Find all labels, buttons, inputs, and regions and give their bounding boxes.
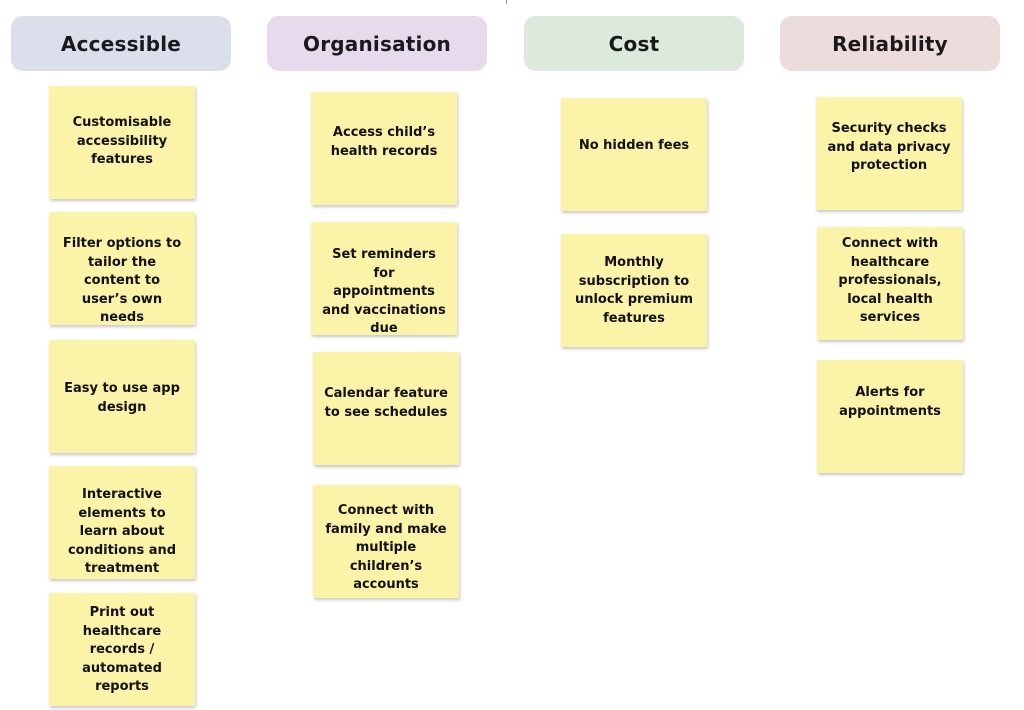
sticky-note-text: Customisable accessibility features (72, 115, 172, 167)
sticky-note: Customisable accessibility features (49, 86, 195, 199)
sticky-note-text: Calendar feature to see schedules (324, 386, 448, 420)
sticky-note-text: Alerts for appointments (839, 385, 941, 419)
column-header-organisation: Organisation (267, 16, 487, 71)
sticky-note: Easy to use app design (49, 340, 195, 453)
sticky-note: Print out healthcare records / automated… (49, 593, 195, 706)
top-edge-mark (506, 0, 513, 4)
sticky-note: Monthly subscription to unlock premium f… (561, 234, 707, 347)
sticky-note: Calendar feature to see schedules (313, 352, 459, 465)
sticky-note-text: Monthly subscription to unlock premium f… (574, 255, 694, 326)
sticky-note: Connect with family and make multiple ch… (313, 485, 459, 598)
sticky-note-text: Connect with healthcare professionals, l… (838, 236, 942, 325)
sticky-note: Security checks and data privacy protect… (816, 97, 962, 210)
column-header-accessible: Accessible (11, 16, 231, 71)
sticky-note-text: Connect with family and make multiple ch… (325, 503, 447, 592)
sticky-note-text: Set reminders for appointments and vacci… (322, 247, 446, 336)
sticky-note-text: Filter options to tailor the content to … (62, 236, 182, 325)
sticky-note: Connect with healthcare professionals, l… (817, 227, 963, 340)
sticky-note: No hidden fees (561, 98, 707, 211)
column-header-cost: Cost (524, 16, 744, 71)
sticky-note-text: Interactive elements to learn about cond… (67, 487, 177, 576)
column-header-reliability: Reliability (780, 16, 1000, 71)
sticky-note-text: Access child’s health records (330, 125, 438, 159)
sticky-note: Interactive elements to learn about cond… (49, 466, 195, 579)
sticky-note: Filter options to tailor the content to … (49, 212, 195, 325)
sticky-note: Set reminders for appointments and vacci… (311, 222, 457, 336)
sticky-note: Access child’s health records (311, 92, 457, 205)
sticky-note-text: No hidden fees (578, 138, 690, 153)
sticky-note-text: Security checks and data privacy protect… (827, 121, 951, 173)
sticky-note-text: Easy to use app design (64, 381, 180, 415)
sticky-note-text: Print out healthcare records / automated… (82, 605, 162, 694)
sticky-note: Alerts for appointments (817, 360, 963, 473)
